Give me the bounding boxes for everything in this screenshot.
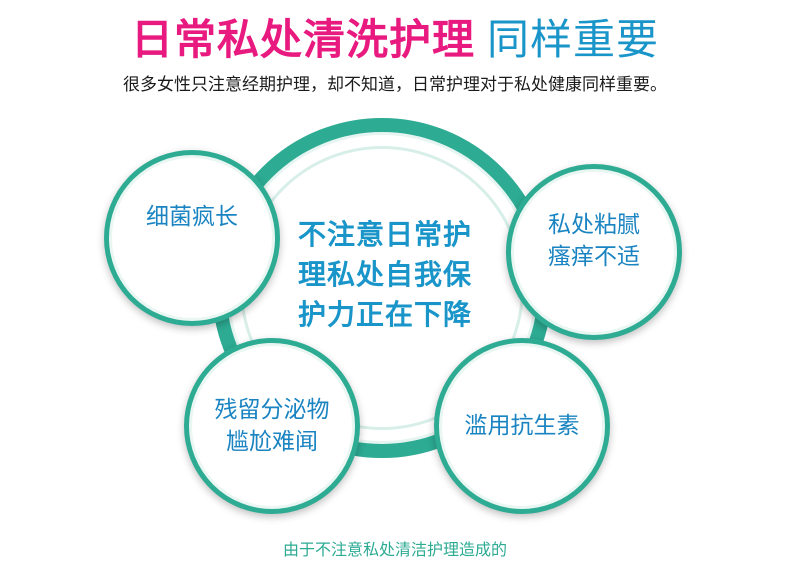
bubble-antibiotics: 滥用抗生素 [434, 338, 610, 514]
page-title: 日常私处清洗护理同样重要 [0, 6, 790, 67]
title-emphasis: 日常私处清洗护理 [130, 15, 475, 64]
center-line: 不注意日常护 [297, 218, 472, 251]
center-message: 不注意日常护 理私处自我保 护力正在下降 [270, 215, 500, 335]
bubble-label: 细菌疯长 [146, 204, 238, 230]
center-line: 护力正在下降 [297, 298, 472, 331]
bubble-bacteria: 细菌疯长 [104, 150, 280, 326]
bubble-label: 滥用抗生素 [464, 413, 580, 439]
bubble-label: 瘙痒不适 [548, 244, 640, 270]
bubble-label: 私处粘腻 [548, 212, 640, 238]
bubble-itching: 私处粘腻 瘙痒不适 [506, 164, 682, 340]
title-suffix: 同样重要 [487, 15, 660, 64]
bubble-label: 尴尬难闻 [226, 429, 318, 455]
footer-caption: 由于不注意私处清洁护理造成的 [282, 540, 507, 559]
center-line: 理私处自我保 [297, 258, 472, 291]
bubble-label: 残留分泌物 [214, 397, 330, 423]
subtitle: 很多女性只注意经期护理，却不知道，日常护理对于私处健康同样重要。 [123, 75, 667, 95]
bubble-residue: 残留分泌物 尴尬难闻 [184, 338, 360, 514]
